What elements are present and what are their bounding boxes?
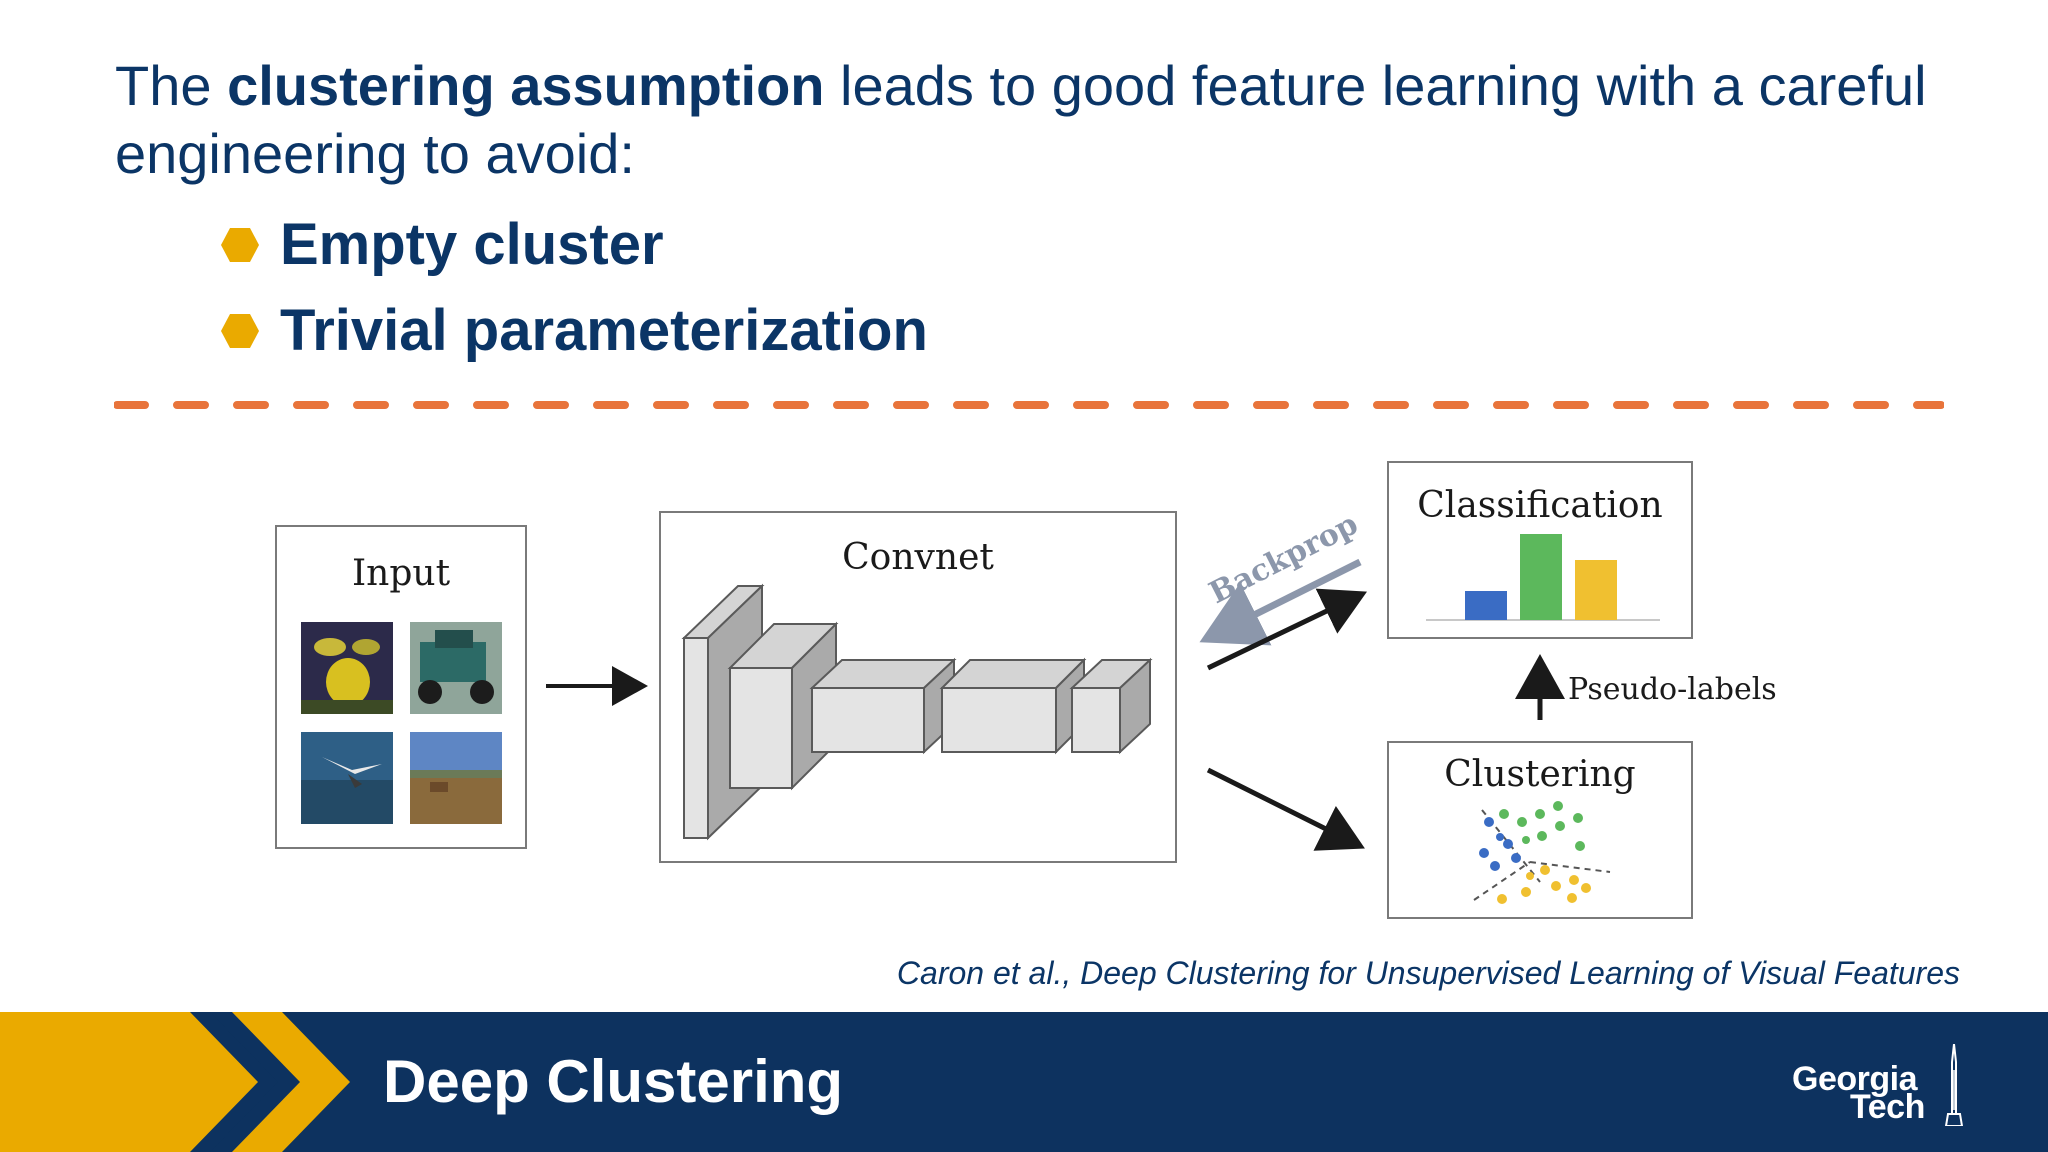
logo-line-georgia: Georgia (1792, 1060, 1917, 1098)
backprop-label: Backprop (1204, 507, 1364, 612)
footer-title: Deep Clustering (383, 1048, 844, 1115)
footer-bar: Deep Clustering Georgia Tech (0, 1012, 2048, 1152)
conv-layer-4 (939, 657, 1087, 755)
deepcluster-diagram: Input (275, 461, 1777, 919)
convnet-label: Convnet (842, 537, 994, 578)
cluster-boundary (1473, 861, 1531, 901)
bar-blue (1465, 591, 1507, 620)
headline-emphasis: clustering assumption (227, 54, 825, 117)
classification-label: Classification (1417, 485, 1662, 526)
pseudo-labels-label: Pseudo-labels (1568, 672, 1777, 707)
convnet-panel: Convnet (659, 511, 1177, 863)
logo-line-tech: Tech (1850, 1088, 1925, 1126)
bullet-item: Trivial parameterization (218, 291, 928, 377)
dashed-divider (114, 401, 1944, 409)
hexagon-icon (221, 228, 259, 262)
bar-yellow (1575, 560, 1617, 620)
bullet-item: Empty cluster (218, 205, 928, 291)
hexagon-icon (221, 314, 259, 348)
input-thumbnail-car (410, 622, 502, 714)
headline-prefix: The (115, 54, 228, 117)
cluster-points-green (1499, 801, 1585, 851)
bar-green (1520, 534, 1562, 620)
bullet-label: Empty cluster (280, 212, 664, 277)
conv-layer-5 (1069, 657, 1153, 755)
clustering-label: Clustering (1444, 754, 1635, 795)
tech-tower-icon (1944, 1044, 1964, 1126)
citation: Caron et al., Deep Clustering for Unsupe… (896, 955, 1960, 991)
cluster-points-yellow (1497, 865, 1591, 904)
georgia-tech-logo: Georgia Tech (1788, 1040, 1968, 1130)
headline: The clustering assumption leads to good … (115, 52, 1935, 188)
input-panel: Input (275, 525, 527, 849)
chevron-decoration-icon (0, 1012, 350, 1152)
bullet-label: Trivial parameterization (280, 298, 928, 363)
bullet-list: Empty cluster Trivial parameterization (218, 205, 928, 377)
backprop-arrow (1199, 558, 1362, 646)
input-thumbnail-seabird (301, 732, 393, 824)
classification-panel: Classification (1387, 461, 1693, 639)
cluster-boundary (1529, 861, 1611, 873)
input-label: Input (352, 553, 451, 594)
headline-suffix: leads to good feature learning with a ca… (115, 54, 1927, 185)
cluster-points-blue (1479, 817, 1521, 871)
input-thumbnail-flower (301, 622, 393, 714)
arrow-convnet-to-classification (1206, 588, 1368, 671)
arrow-convnet-to-clustering (1206, 767, 1365, 851)
clustering-panel: Clustering (1387, 741, 1693, 919)
input-thumbnail-field (410, 732, 502, 824)
conv-layer-3 (809, 657, 957, 755)
